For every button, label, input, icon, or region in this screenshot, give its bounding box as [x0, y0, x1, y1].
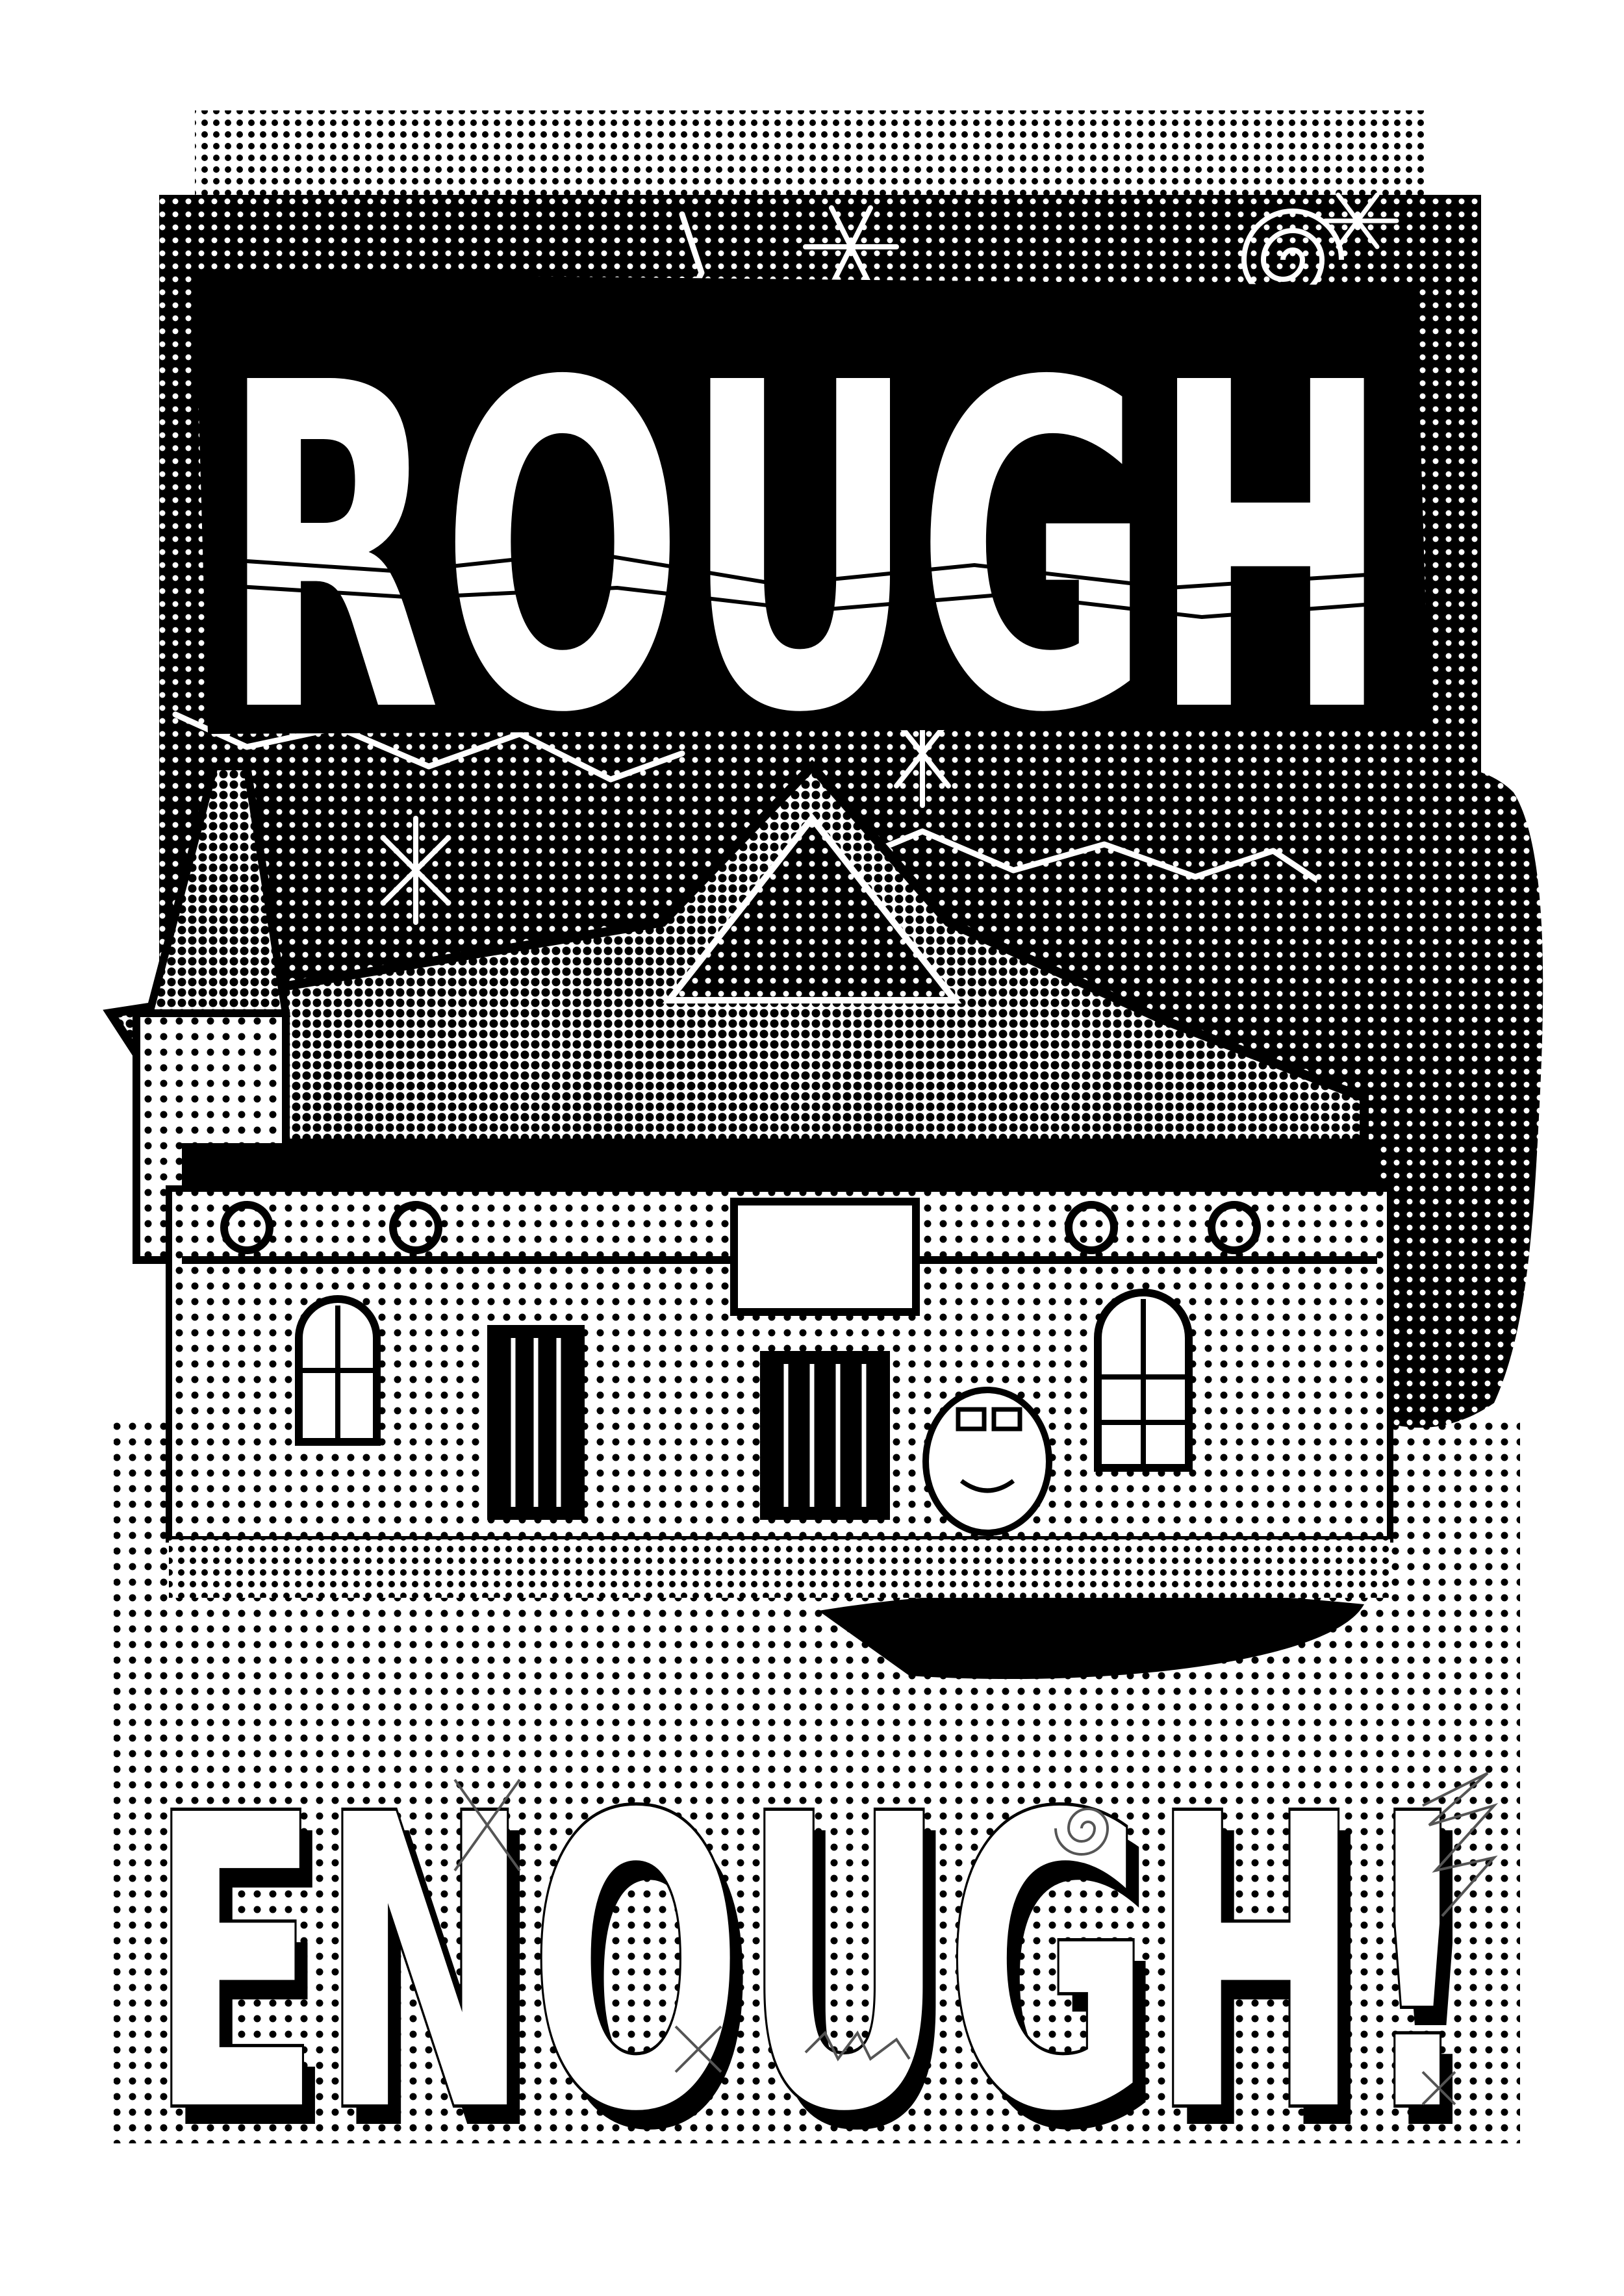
balcony-banner	[730, 1198, 920, 1316]
sparkle-star-icon	[1323, 192, 1399, 249]
headline-top-backdrop	[195, 273, 1429, 734]
horizon-lines	[207, 549, 1417, 620]
halftone-band-top	[195, 110, 1429, 208]
window	[1094, 1289, 1193, 1472]
window	[295, 1295, 381, 1446]
spiral-icon	[1054, 1808, 1110, 1856]
door	[487, 1325, 585, 1520]
house-illustration	[103, 759, 1543, 1680]
eave-band	[182, 1143, 1377, 1189]
steps	[169, 1539, 1390, 1598]
sparkle-star-icon	[381, 816, 451, 925]
headline-bottom-text: ENOUGH!	[149, 1732, 1475, 2200]
headline-top-shadow: ROUGH	[231, 305, 1400, 827]
zigzag-scribble-icon	[804, 2030, 911, 2062]
ground-shadow	[818, 1590, 1364, 1680]
headline-bottom: ENOUGH! ENOUGH!	[146, 1728, 1488, 2219]
headline-top: ROUGH ROUGH	[218, 286, 1400, 827]
sparkle-star-icon	[803, 205, 899, 288]
cartoon-face-figure	[922, 1387, 1052, 1536]
x-scribble-icon	[453, 1778, 1456, 2106]
headline-bottom-shadow: ENOUGH!	[162, 1751, 1488, 2219]
spiral-icon	[1241, 208, 1344, 301]
center-gable	[662, 813, 962, 1003]
door	[760, 1351, 890, 1520]
headline-top-text: ROUGH	[221, 289, 1390, 811]
zigzag-scribble-icon	[1422, 1772, 1499, 1917]
